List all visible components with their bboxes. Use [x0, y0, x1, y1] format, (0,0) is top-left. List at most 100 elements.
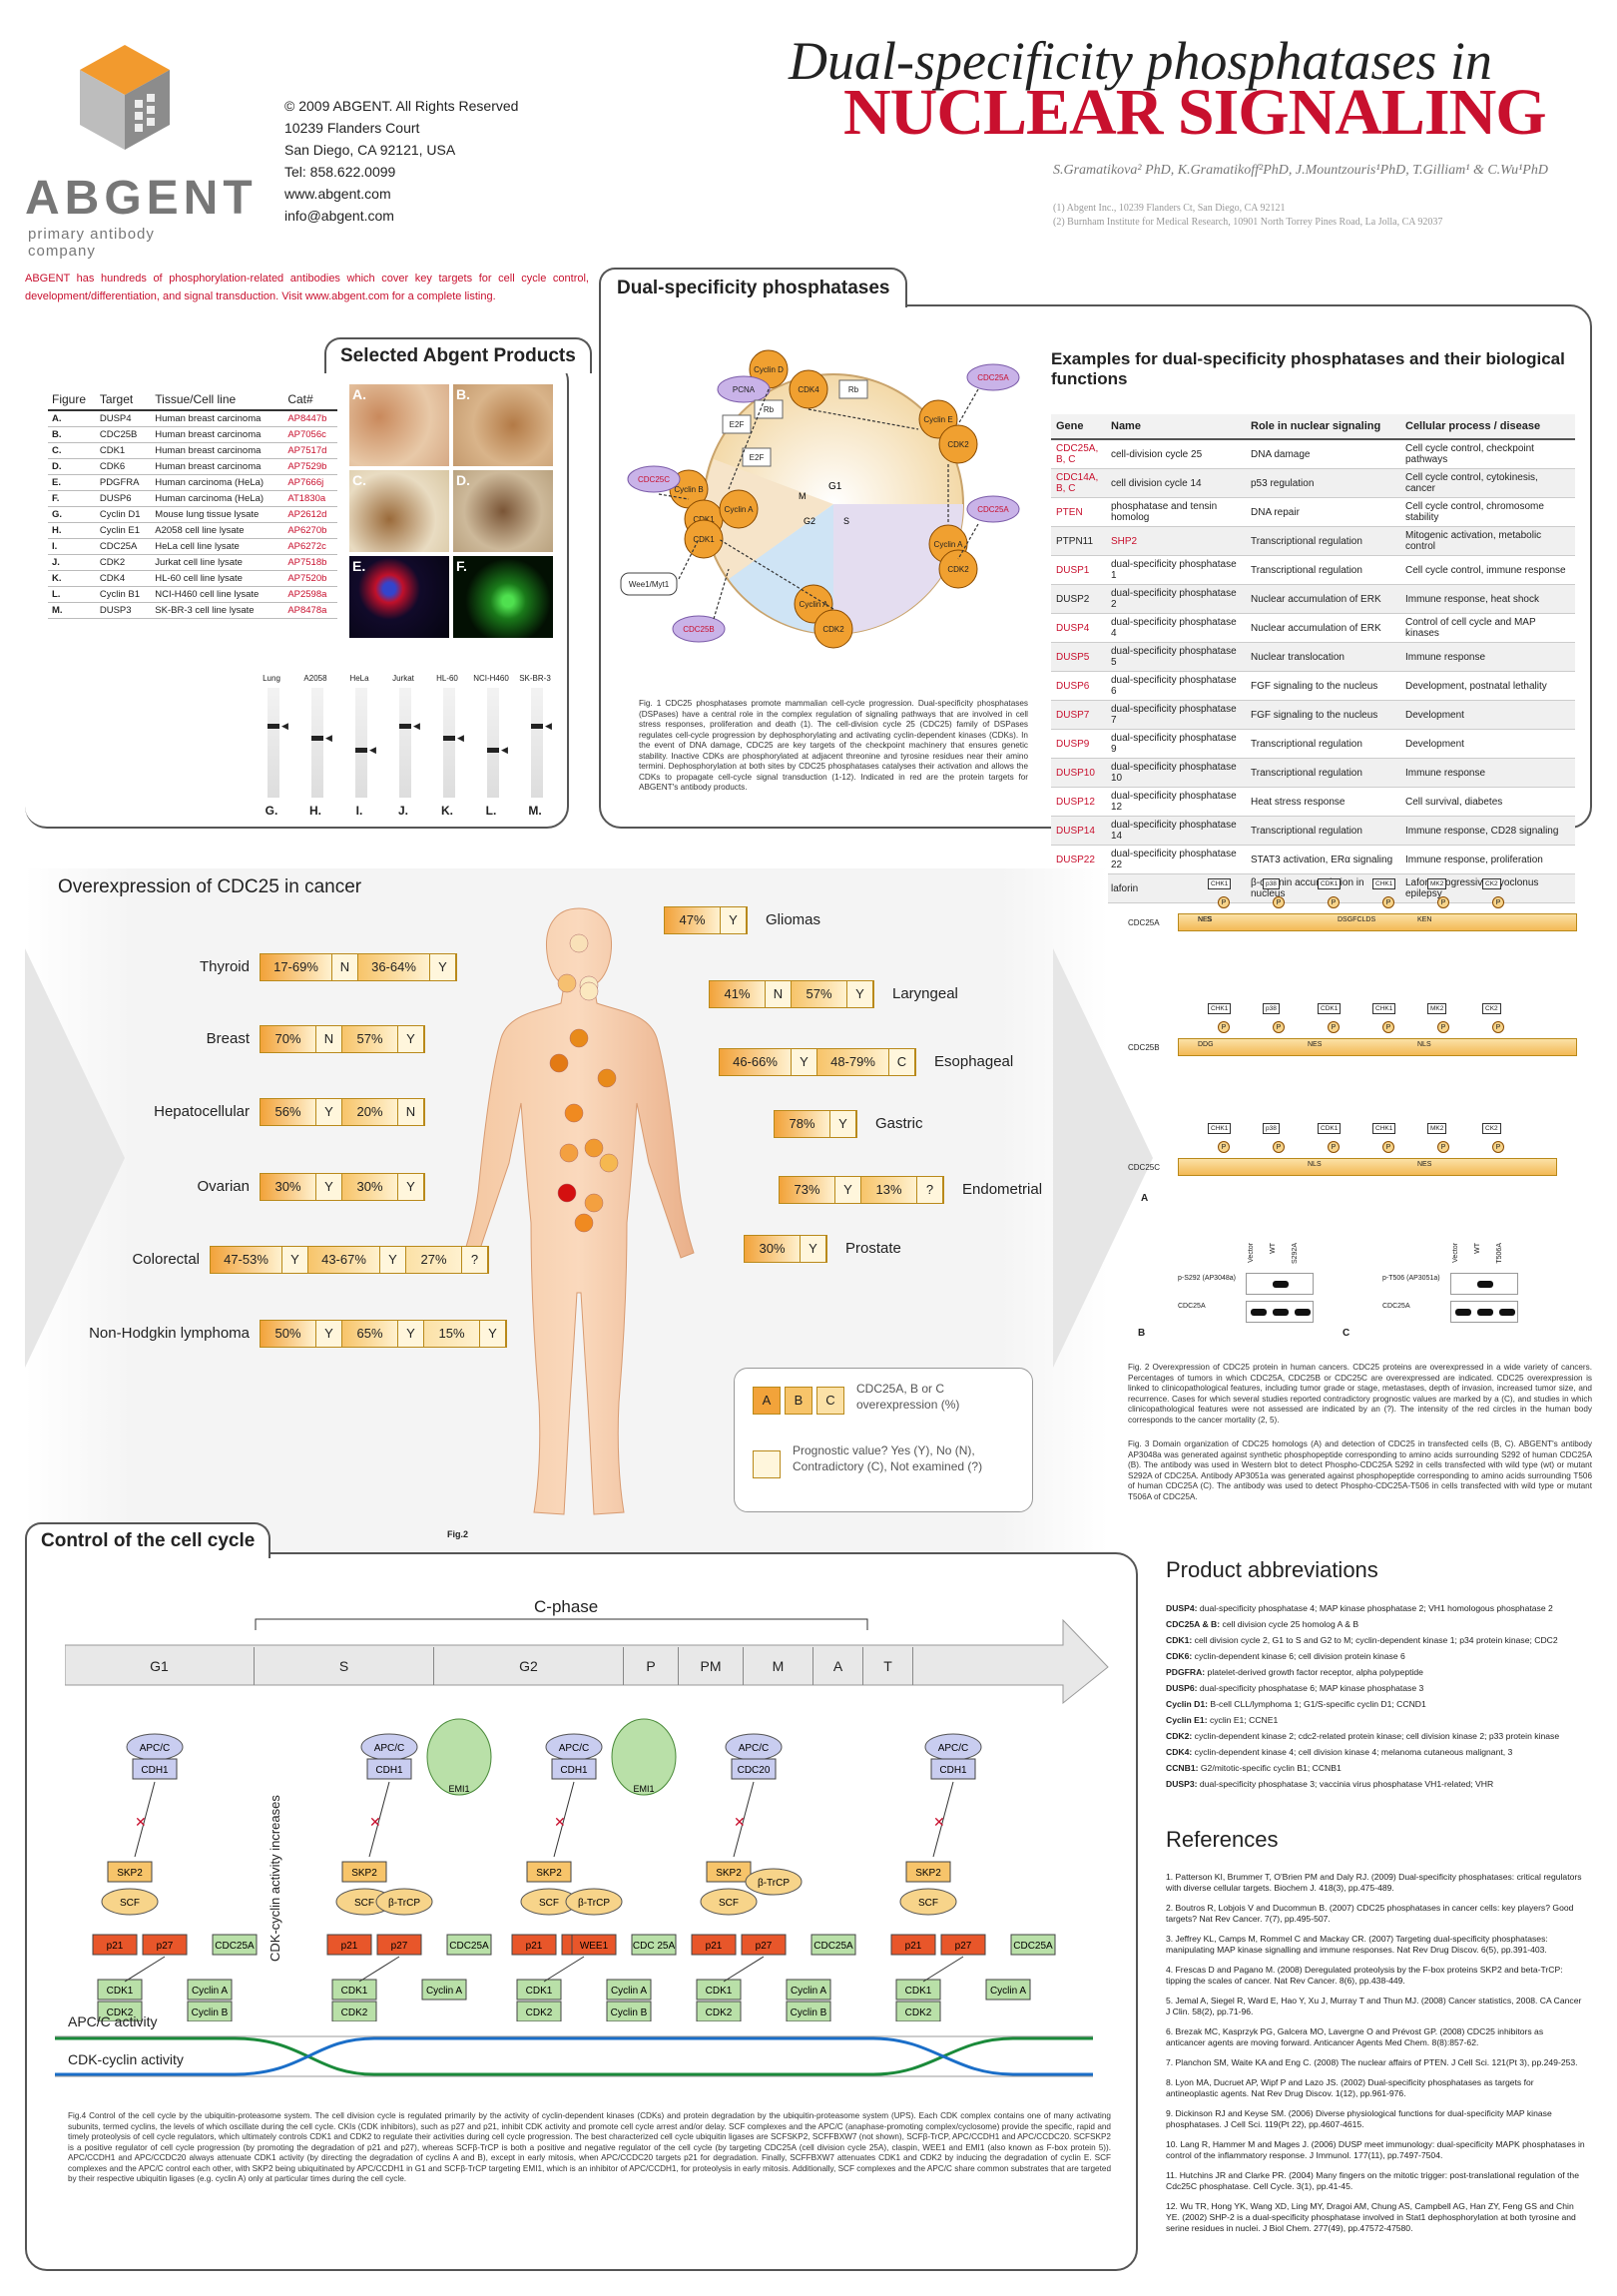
website-link[interactable]: www.abgent.com — [284, 186, 391, 202]
name-cell: dual-specificity phosphatase 7 — [1106, 700, 1246, 730]
cc-node: APC/C — [126, 1733, 184, 1761]
blot-lane-label: T506A — [1496, 1243, 1503, 1264]
cc-node: p27 — [741, 1934, 787, 1956]
tissue-cell: Jurkat cell line lysate — [151, 554, 284, 571]
cat-cell[interactable]: AT1830a — [283, 490, 337, 507]
cc-link — [553, 1781, 575, 1858]
gene-cell: DUSP1 — [1051, 555, 1106, 585]
target-cell: Cyclin E1 — [95, 522, 152, 539]
svg-text:Cyclin A: Cyclin A — [990, 1986, 1026, 1997]
cc-node: Cyclin A — [606, 1979, 652, 2001]
inhibit-x-icon: ✕ — [369, 1814, 381, 1830]
dsp-tab: Dual-specificity phosphatases — [599, 268, 908, 307]
cc-node: APC/C — [924, 1733, 982, 1761]
cancer-label: Breast — [206, 1030, 250, 1047]
phospho-site-icon: P — [1328, 1021, 1340, 1033]
cat-cell[interactable]: AP2612d — [283, 506, 337, 523]
prognostic-cell: Y — [847, 981, 873, 1007]
svg-text:EMI1: EMI1 — [633, 1784, 654, 1794]
cat-cell[interactable]: AP7666j — [283, 474, 337, 491]
wb-lane — [268, 688, 279, 798]
svg-text:CDK1: CDK1 — [341, 1986, 368, 1997]
cc-link — [543, 1956, 585, 1983]
cycle-node: CDK2 — [813, 609, 853, 649]
svg-text:CDC 25A: CDC 25A — [633, 1941, 676, 1952]
fig4-caption: Fig.4 Control of the cell cycle by the u… — [68, 2111, 1111, 2183]
cat-cell[interactable]: AP7529b — [283, 458, 337, 475]
phospho-site-icon: P — [1492, 1141, 1504, 1153]
kinase-box: CHK1 — [1372, 878, 1396, 889]
cc-node: CDC 25A — [631, 1934, 677, 1956]
cc-node: CDC25A — [810, 1934, 856, 1956]
cancer-label: Laryngeal — [892, 985, 958, 1002]
svg-text:β-TrCP: β-TrCP — [578, 1898, 610, 1909]
products-header-row: Figure Target Tissue/Cell line Cat# — [48, 389, 337, 411]
reference-item: 8. Lyon MA, Ducruet AP, Wipf P and Lazo … — [1166, 2077, 1534, 2098]
abbrev-def: cyclin-dependent kinase 6; cell division… — [1194, 1651, 1405, 1661]
svg-text:APC/C: APC/C — [739, 1743, 770, 1754]
abbrev-term: CDK4: — [1166, 1747, 1193, 1757]
wb-lane — [443, 688, 455, 798]
svg-text:p27: p27 — [756, 1941, 773, 1952]
cat-cell[interactable]: AP6270b — [283, 522, 337, 539]
cycle-node: CDK2 — [938, 549, 978, 589]
cc-node: Cyclin A — [421, 1979, 467, 2001]
abbrev-item: PDGFRA: platelet-derived growth factor r… — [1166, 1666, 1585, 1678]
svg-text:CDC25A: CDC25A — [1013, 1941, 1053, 1952]
svg-text:Cyclin B: Cyclin B — [611, 2008, 648, 2018]
gene-cell: CDC25A, B, C — [1051, 439, 1106, 469]
dsp-table-title: Examples for dual-specificity phosphatas… — [1051, 349, 1565, 388]
tissue-cell: Mouse lung tissue lysate — [151, 506, 284, 523]
ihc-image-grid: A. B. C. D. E. F. — [349, 384, 554, 644]
legend-text-2: Prognostic value? Yes (Y), No (N), Contr… — [793, 1443, 983, 1473]
cat-cell[interactable]: AP2598a — [283, 586, 337, 603]
cat-cell[interactable]: AP8447b — [283, 410, 337, 427]
cat-cell[interactable]: AP6272c — [283, 538, 337, 555]
kinase-box: CHK1 — [1372, 1123, 1396, 1134]
svg-text:CDC25A: CDC25A — [977, 373, 1009, 382]
cat-cell[interactable]: AP7056c — [283, 426, 337, 443]
svg-text:CDC25A: CDC25A — [215, 1941, 255, 1952]
name-cell: dual-specificity phosphatase 14 — [1106, 816, 1246, 846]
cc-node: p27 — [940, 1934, 986, 1956]
tissue-cell: Human breast carcinoma — [151, 442, 284, 459]
cat-cell[interactable]: AP7518b — [283, 554, 337, 571]
abbrev-item: Cyclin E1: cyclin E1; CCNE1 — [1166, 1714, 1585, 1726]
fig1-caption: Fig. 1 CDC25 phosphatases promote mammal… — [639, 699, 1028, 792]
cc-node: CDK2 — [895, 2001, 941, 2021]
cat-cell[interactable]: AP8478a — [283, 602, 337, 619]
percent-cell: 30% — [342, 1174, 398, 1200]
wb-band — [311, 736, 323, 741]
svg-text:SKP2: SKP2 — [351, 1868, 377, 1879]
name-cell: dual-specificity phosphatase 4 — [1106, 613, 1246, 643]
cc-node: CDK1 — [696, 1979, 742, 2001]
blot-row-label: CDC25A — [1382, 1303, 1410, 1310]
prognostic-cell: N — [398, 1099, 424, 1125]
cat-cell[interactable]: AP7520b — [283, 570, 337, 587]
cc-node: CDK2 — [696, 2001, 742, 2021]
cat-cell[interactable]: AP7517d — [283, 442, 337, 459]
wb-lane-label: A2058 — [303, 674, 327, 683]
percent-cell: 48-79% — [817, 1049, 889, 1075]
wb-letter: G. — [265, 804, 278, 818]
wb-band — [531, 724, 543, 729]
legend-box-c: C — [816, 1387, 844, 1415]
abbrev-item: DUSP3: dual-specificity phosphatase 3; v… — [1166, 1778, 1585, 1790]
wb-arrow-icon: ◀ — [501, 745, 508, 755]
cc-node: Cyclin A — [985, 1979, 1031, 2001]
svg-text:SKP2: SKP2 — [716, 1868, 742, 1879]
cc-node: APC/C — [725, 1733, 783, 1761]
role-cell: Transcriptional regulation — [1246, 816, 1400, 846]
name-cell: dual-specificity phosphatase 10 — [1106, 758, 1246, 788]
svg-text:CDC25C: CDC25C — [638, 475, 670, 484]
abbrev-term: Cyclin E1: — [1166, 1715, 1208, 1725]
phospho-site-icon: P — [1492, 896, 1504, 908]
email-link[interactable]: info@abgent.com — [284, 208, 394, 224]
cc-node: WEE1 — [571, 1934, 617, 1956]
cycle-node: CDK4 — [789, 369, 828, 409]
legend-box-prog — [753, 1450, 781, 1478]
